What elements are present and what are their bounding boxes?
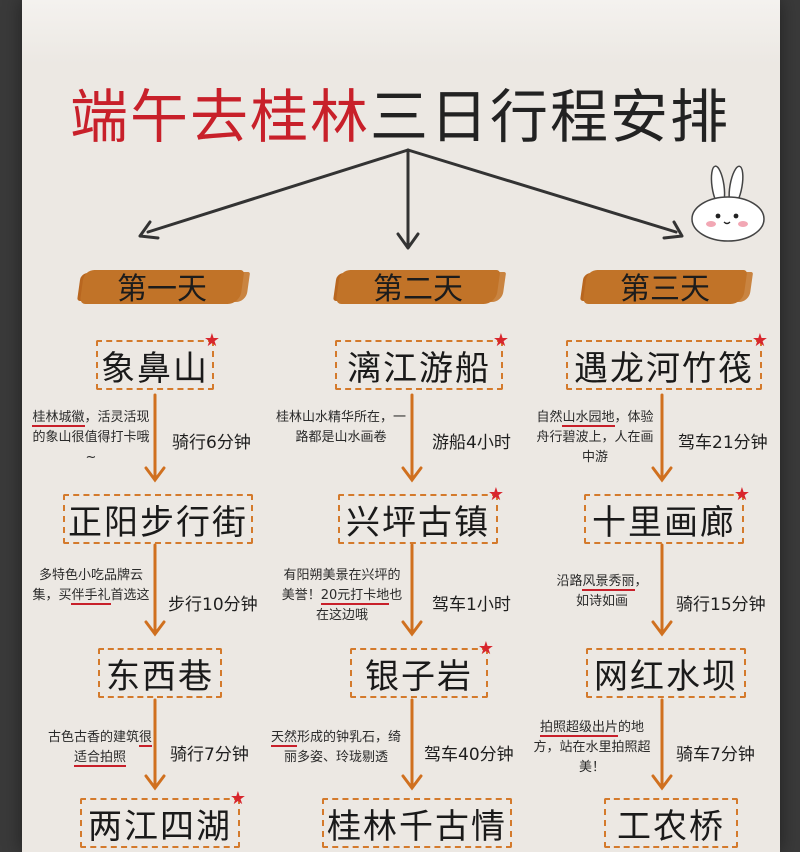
note: 桂林山水精华所在，一路都是山水画卷 (276, 410, 407, 445)
stop-label: 兴坪古镇 (346, 502, 490, 543)
stop-label: 东西巷 (106, 656, 214, 697)
travel-time: 骑行7分钟 (170, 745, 249, 765)
day-label: 第二天 (373, 272, 463, 307)
travel-time: 驾车1小时 (432, 595, 511, 615)
day-label: 第三天 (620, 272, 710, 307)
travel-time: 骑车7分钟 (676, 745, 755, 765)
stop-label: 两江四湖 (88, 806, 232, 847)
star-icon: ★ (751, 330, 770, 351)
note: 天然形成的钟乳石，绮丽多姿、玲珑剔透 (270, 730, 402, 765)
day-header-3: 第三天 (582, 262, 748, 310)
star-icon: ★ (733, 484, 752, 505)
star-icon: ★ (487, 484, 506, 505)
stop-yulonghe: 遇龙河竹筏★ (566, 332, 768, 390)
star-icon: ★ (203, 330, 222, 351)
travel-time: 驾车40分钟 (424, 745, 514, 765)
arrow-to-day3 (406, 148, 678, 234)
note: 多特色小吃品牌云集，买伴手礼首选这 (32, 568, 150, 605)
note: 拍照超级出片的地方，站在水里拍照超美！ (533, 720, 651, 775)
stop-yinziyan: 银子岩★ (350, 640, 494, 698)
stop-xiangbishan: 象鼻山★ (96, 332, 220, 390)
stop-xingping: 兴坪古镇★ (338, 486, 504, 544)
note: 自然山水园地，体验舟行碧波上，人在画中游 (536, 410, 654, 465)
stop-label: 银子岩 (365, 656, 473, 697)
stop-lijiang-cruise: 漓江游船★ (335, 332, 509, 390)
note: 桂林城徽，活灵活现的象山很值得打卡哦~ (32, 410, 150, 465)
travel-time: 骑行6分钟 (172, 433, 251, 453)
stop-label: 网红水坝 (594, 656, 738, 697)
stop-wanghong-shuiba: 网红水坝 (586, 648, 746, 698)
stop-label: 正阳步行街 (68, 502, 248, 543)
star-icon: ★ (229, 788, 248, 809)
stop-zhengyang: 正阳步行街 (63, 494, 253, 544)
stop-dongxixiang: 东西巷 (98, 648, 222, 698)
star-icon: ★ (477, 638, 496, 659)
page-title: 端午去桂林三日行程安排 (0, 82, 800, 152)
star-icon: ★ (492, 330, 511, 351)
stop-label: 象鼻山 (101, 348, 209, 389)
day-header-1: 第一天 (79, 262, 245, 310)
stop-qiangu-qing: 桂林千古情 (322, 798, 512, 848)
note: 古色古香的建筑很适合拍照 (47, 730, 153, 767)
note: 有阳朔美景在兴坪的美誉！20元打卡地也在这边哦 (281, 568, 403, 623)
day-label: 第一天 (117, 272, 207, 307)
travel-time: 游船4小时 (432, 433, 511, 453)
stop-label: 桂林千古情 (327, 806, 507, 847)
paper-sheet (22, 0, 780, 852)
travel-time: 骑行15分钟 (676, 595, 766, 615)
stop-label: 遇龙河竹筏 (574, 348, 754, 389)
stop-gongnong-bridge: 工农桥 (604, 798, 738, 848)
travel-time: 步行10分钟 (168, 595, 258, 615)
stop-label: 十里画廊 (592, 502, 736, 543)
day-header-2: 第二天 (335, 262, 501, 310)
arrow-to-day1 (146, 148, 410, 234)
title-part-dark: 三日行程安排 (370, 83, 731, 151)
travel-time: 驾车21分钟 (678, 433, 768, 453)
stop-label: 漓江游船 (347, 348, 491, 389)
title-part-red: 端午去桂林 (69, 83, 370, 151)
stop-shili-hualang: 十里画廊★ (584, 486, 750, 544)
stop-liangjiangsihu: 两江四湖★ (80, 790, 246, 848)
bunny-sticker-icon (691, 165, 765, 242)
note: 沿路风景秀丽，如诗如画 (556, 574, 648, 609)
stop-label: 工农桥 (617, 806, 725, 847)
